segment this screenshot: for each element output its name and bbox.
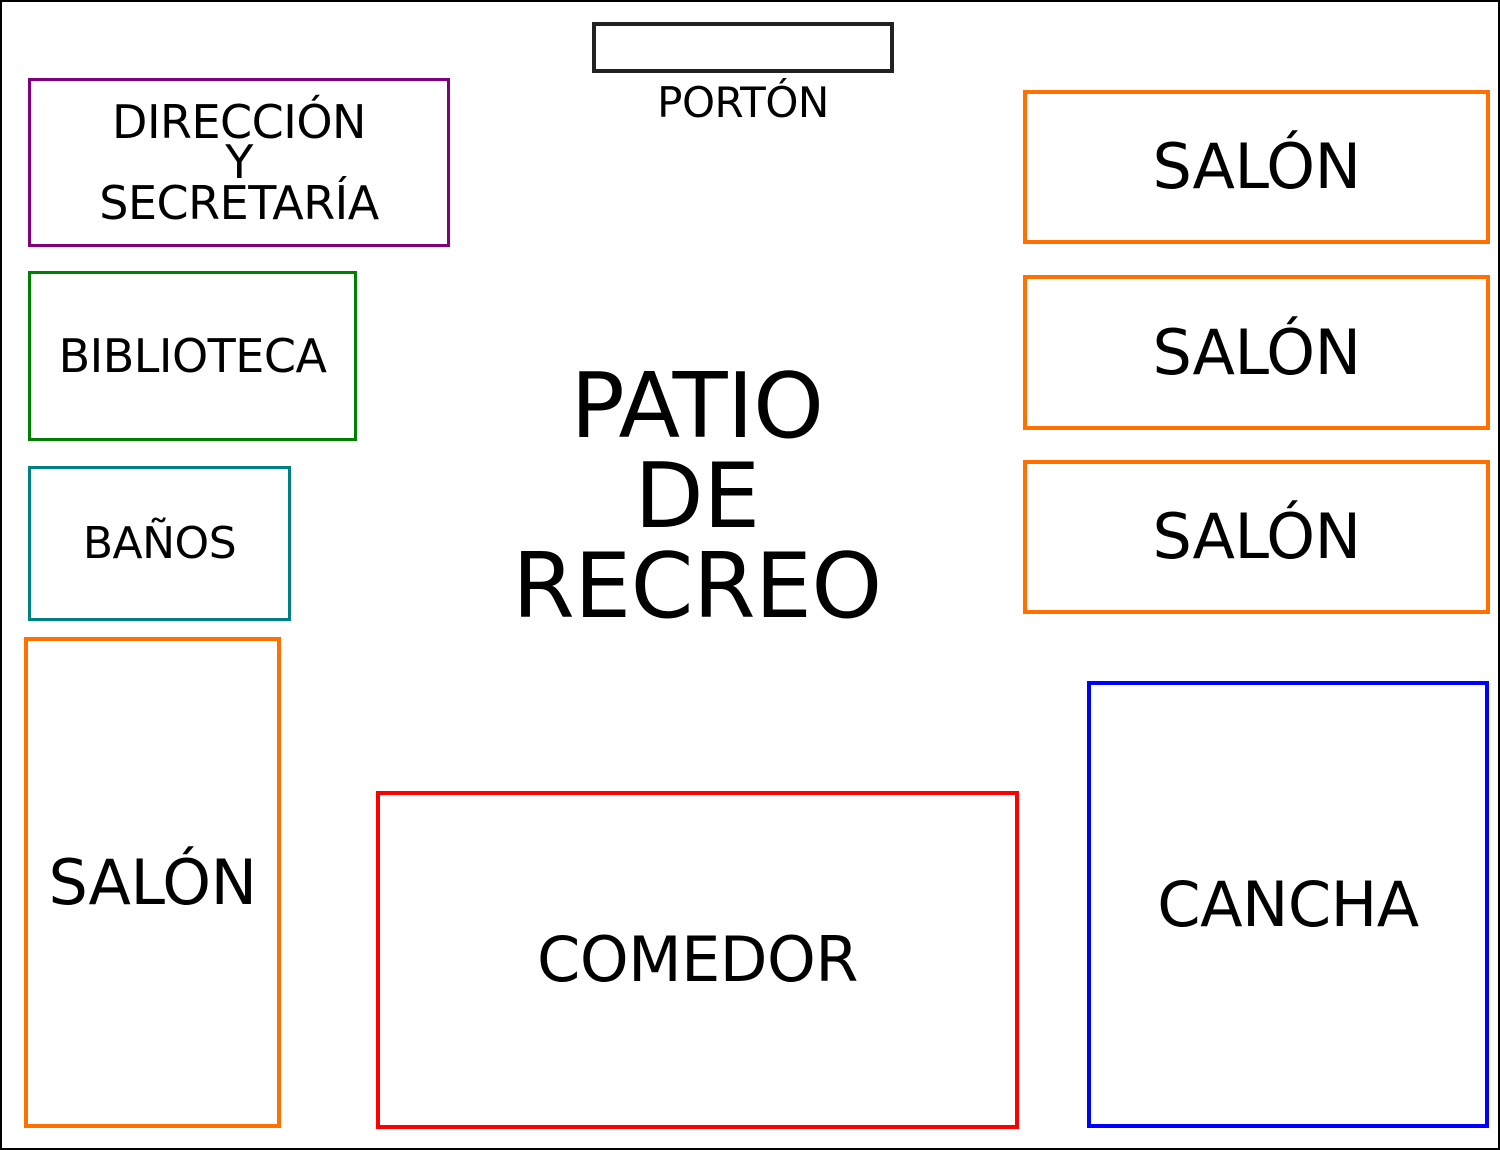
bathrooms-label: BAÑOS <box>82 517 237 569</box>
office-label-line-3: SECRETARÍA <box>99 175 379 230</box>
dining-label: COMEDOR <box>537 923 858 996</box>
library-label: BIBLIOTECA <box>58 329 327 383</box>
classroom-left-label: SALÓN <box>48 845 257 919</box>
classroom-left: SALÓN <box>24 637 281 1128</box>
office-label: DIRECCIÓN Y SECRETARÍA <box>99 94 379 230</box>
patio-label-line-3: RECREO <box>512 534 882 639</box>
patio-label: PATIO DE RECREO <box>482 362 912 632</box>
patio-label-line-2: DE <box>634 444 760 549</box>
office-room: DIRECCIÓN Y SECRETARÍA <box>28 78 450 247</box>
classroom-right-1: SALÓN <box>1023 90 1490 244</box>
gate-box <box>592 22 894 73</box>
dining-room: COMEDOR <box>376 791 1019 1129</box>
classroom-right-3: SALÓN <box>1023 460 1490 614</box>
classroom-right-1-label: SALÓN <box>1152 130 1361 203</box>
bathrooms-room: BAÑOS <box>28 466 291 621</box>
office-label-line-2: Y <box>225 135 253 190</box>
patio-label-line-1: PATIO <box>570 354 824 459</box>
classroom-right-3-label: SALÓN <box>1152 500 1361 573</box>
court-area: CANCHA <box>1087 681 1489 1128</box>
gate-label: PORTÓN <box>657 78 829 127</box>
classroom-right-2: SALÓN <box>1023 275 1490 430</box>
court-label: CANCHA <box>1157 867 1419 941</box>
office-label-line-1: DIRECCIÓN <box>112 94 366 149</box>
library-room: BIBLIOTECA <box>28 271 357 441</box>
classroom-right-2-label: SALÓN <box>1152 315 1361 389</box>
